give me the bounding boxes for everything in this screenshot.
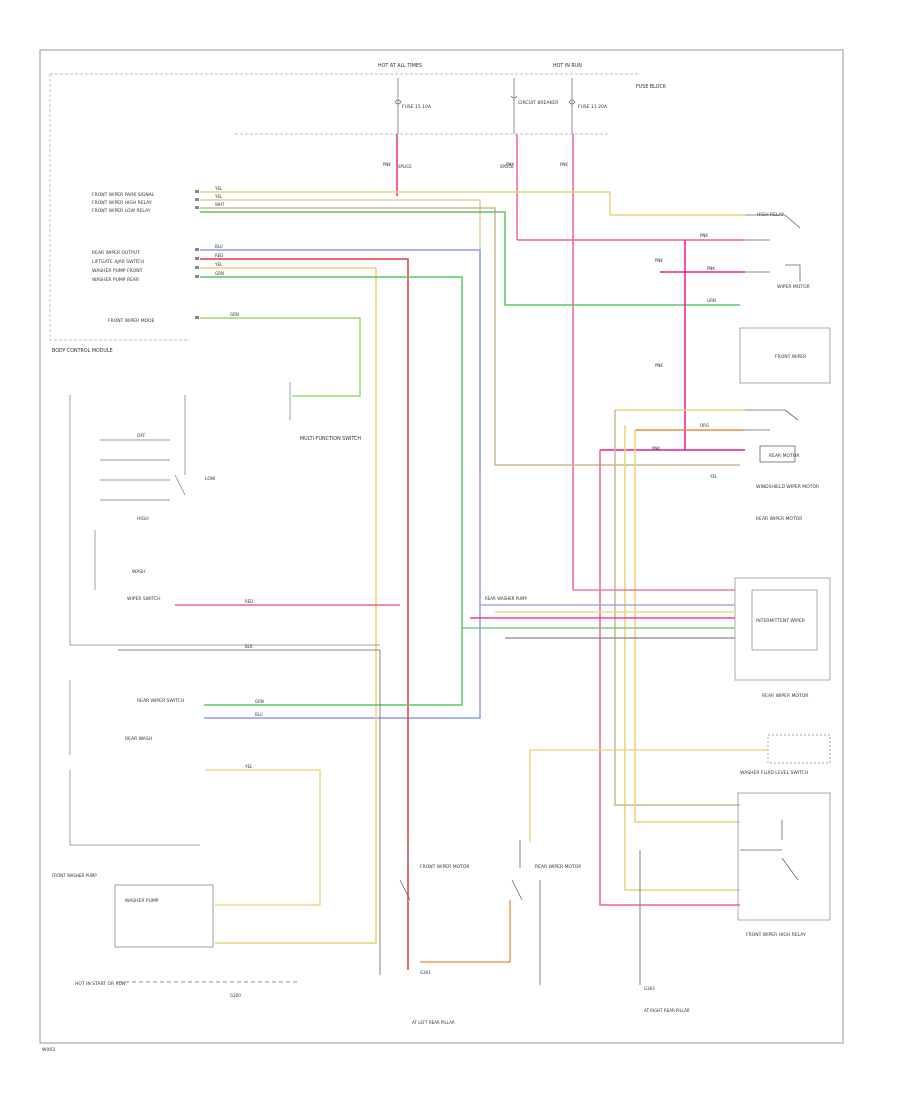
right-box-3-label: REAR MOTOR bbox=[769, 453, 799, 459]
rear-module-caption: REAR WIPER MOTOR bbox=[762, 693, 808, 699]
wire-grn-b: GRN bbox=[230, 312, 239, 317]
circuit-breaker-icon bbox=[510, 78, 518, 134]
input-5-label: LIFTGATE AJAR SWITCH bbox=[92, 259, 144, 265]
ground-left: G200 bbox=[230, 993, 241, 998]
front-relay-caption: FRONT WIPER HIGH RELAY bbox=[746, 932, 806, 938]
ground-mid: G301 bbox=[420, 970, 431, 975]
lower-switch-outline bbox=[69, 770, 200, 846]
switch-top-right-icon bbox=[745, 214, 801, 282]
fuse-box-right-label: HOT IN RUN bbox=[553, 63, 582, 69]
washer-pump-box bbox=[114, 884, 214, 948]
washer-pump-label: WASHER PUMP bbox=[125, 898, 159, 904]
right-caption-1: WINDSHIELD WIPER MOTOR bbox=[756, 484, 819, 490]
wire-or-r: ORG bbox=[700, 423, 709, 428]
fuse-block-outline bbox=[49, 74, 190, 341]
center-motor2-label: REAR WIPER MOTOR bbox=[535, 864, 581, 870]
wire-yel-lower: YEL bbox=[244, 764, 253, 769]
fuse-2-label: CIRCUIT BREAKER bbox=[518, 100, 558, 106]
input-2-label: FRONT WIPER HIGH RELAY bbox=[92, 200, 152, 206]
fuse-1-icon bbox=[394, 78, 402, 134]
left-black-wire bbox=[118, 649, 381, 975]
left-switch-caption: WIPER SWITCH bbox=[127, 596, 161, 602]
input-7-label: WASHER PUMP REAR bbox=[92, 277, 139, 283]
ground-right: G302 bbox=[644, 986, 655, 991]
washer-level-label: WASHER FLUID LEVEL SWITCH bbox=[740, 770, 808, 776]
washer-level-box bbox=[767, 734, 831, 764]
wire-yel-b: YEL bbox=[214, 194, 223, 199]
wire-label-pk2: PNK bbox=[506, 162, 514, 167]
module-title: BODY CONTROL MODULE bbox=[52, 348, 113, 354]
bus-left-label: SPLICE bbox=[398, 164, 412, 169]
right-mid-label: WIPER MOTOR bbox=[777, 284, 810, 290]
rear-module-feed bbox=[462, 589, 735, 639]
ground-caption-right: AT RIGHT REAR PILLAR bbox=[644, 1008, 690, 1013]
wire-red-left: RED bbox=[245, 599, 253, 604]
fuse-1-label: FUSE 15 10A bbox=[402, 104, 432, 110]
wire-pk-r1: PNK bbox=[700, 233, 708, 238]
ground-caption-mid: AT LEFT REAR PILLAR bbox=[412, 1020, 455, 1025]
rear-feed-label: REAR WASHER PUMP bbox=[485, 596, 527, 601]
wire-pk-r2: PNK bbox=[655, 258, 663, 263]
wire-grn-a: GRN bbox=[215, 271, 224, 276]
fuse-ref-label: FUSE BLOCK bbox=[636, 84, 667, 90]
rear-module-inner bbox=[751, 589, 818, 651]
input-6-label: WASHER PUMP FRONT bbox=[92, 268, 143, 274]
center-motor-label: FRONT WIPER MOTOR bbox=[420, 864, 470, 870]
rear-switch-label: REAR WIPER SWITCH bbox=[137, 698, 184, 704]
wire-grn-r: GRN bbox=[707, 298, 716, 303]
wire-yel-r: YEL bbox=[709, 474, 718, 479]
fuse-3-icon bbox=[568, 78, 576, 134]
right-caption-2: REAR WIPER MOTOR bbox=[756, 516, 802, 522]
relay-network bbox=[517, 214, 745, 906]
right-box-2-label: FRONT WIPER bbox=[775, 354, 806, 360]
wire-label-pk3: PNK bbox=[560, 162, 568, 167]
wire-yel-c: YEL bbox=[214, 262, 223, 267]
washer-wire bbox=[529, 749, 768, 842]
wire-label-pk1: PNK bbox=[383, 162, 391, 167]
mode-1: OFF bbox=[137, 433, 146, 439]
fuse-box-left-label: HOT AT ALL TIMES bbox=[378, 63, 422, 69]
left-cluster-title: MULTI-FUNCTION SWITCH bbox=[300, 436, 361, 442]
wire-pk-r5: PNK bbox=[652, 446, 660, 451]
rear-module-label: INTERMITTENT WIPER bbox=[756, 618, 805, 624]
center-orange-wire bbox=[420, 900, 511, 963]
right-box-2 bbox=[739, 327, 831, 384]
lower-yellow-wire bbox=[205, 769, 321, 906]
diagram-frame bbox=[39, 49, 844, 1044]
corner-code: W003 bbox=[42, 1047, 55, 1053]
wire-yel-a: YEL bbox=[214, 186, 223, 191]
bus-mid-label: SPLICE bbox=[500, 164, 514, 169]
mode-switch-icon bbox=[94, 395, 186, 590]
input-1-label: FRONT WIPER PARK SIGNAL bbox=[92, 192, 155, 198]
wire-blu-a: BLU bbox=[215, 244, 223, 249]
wire-blk-left: BLK bbox=[245, 644, 253, 649]
rear-module-box bbox=[734, 577, 831, 681]
input-4-label: REAR WIPER OUTPUT bbox=[92, 250, 140, 256]
wire-pk-r4: PNK bbox=[655, 363, 663, 368]
wire-red-a: RED bbox=[215, 253, 223, 258]
wire-wht-c: WHT bbox=[215, 202, 225, 207]
front-relay-switch-icon bbox=[740, 820, 799, 881]
fuse-3-label: FUSE 11 20A bbox=[578, 104, 608, 110]
mode-3: HIGH bbox=[137, 516, 149, 522]
bottom-left-label: HOT IN START OR RUN bbox=[75, 981, 125, 987]
left-cluster-outline bbox=[69, 395, 380, 646]
front-relay-box bbox=[737, 792, 831, 921]
washer-pump-caption: FRONT WASHER PUMP bbox=[52, 873, 97, 878]
harness-top bbox=[200, 191, 740, 970]
center-relay-switches bbox=[399, 840, 523, 901]
wire-pk-r3: PNK bbox=[707, 266, 715, 271]
wire-blu-rear: BLU bbox=[255, 712, 263, 717]
rear-switch-label-2: REAR WASH bbox=[125, 736, 152, 742]
mode-4: WASH bbox=[132, 569, 146, 575]
switch-mid-right-icon bbox=[745, 409, 799, 463]
input-3-label: FRONT WIPER LOW RELAY bbox=[92, 208, 151, 214]
input-8-label: FRONT WIPER MODE bbox=[108, 318, 155, 324]
wire-grn-rear: GRN bbox=[255, 699, 264, 704]
mode-2: LOW bbox=[205, 476, 216, 482]
module-connector-pins bbox=[195, 190, 199, 319]
